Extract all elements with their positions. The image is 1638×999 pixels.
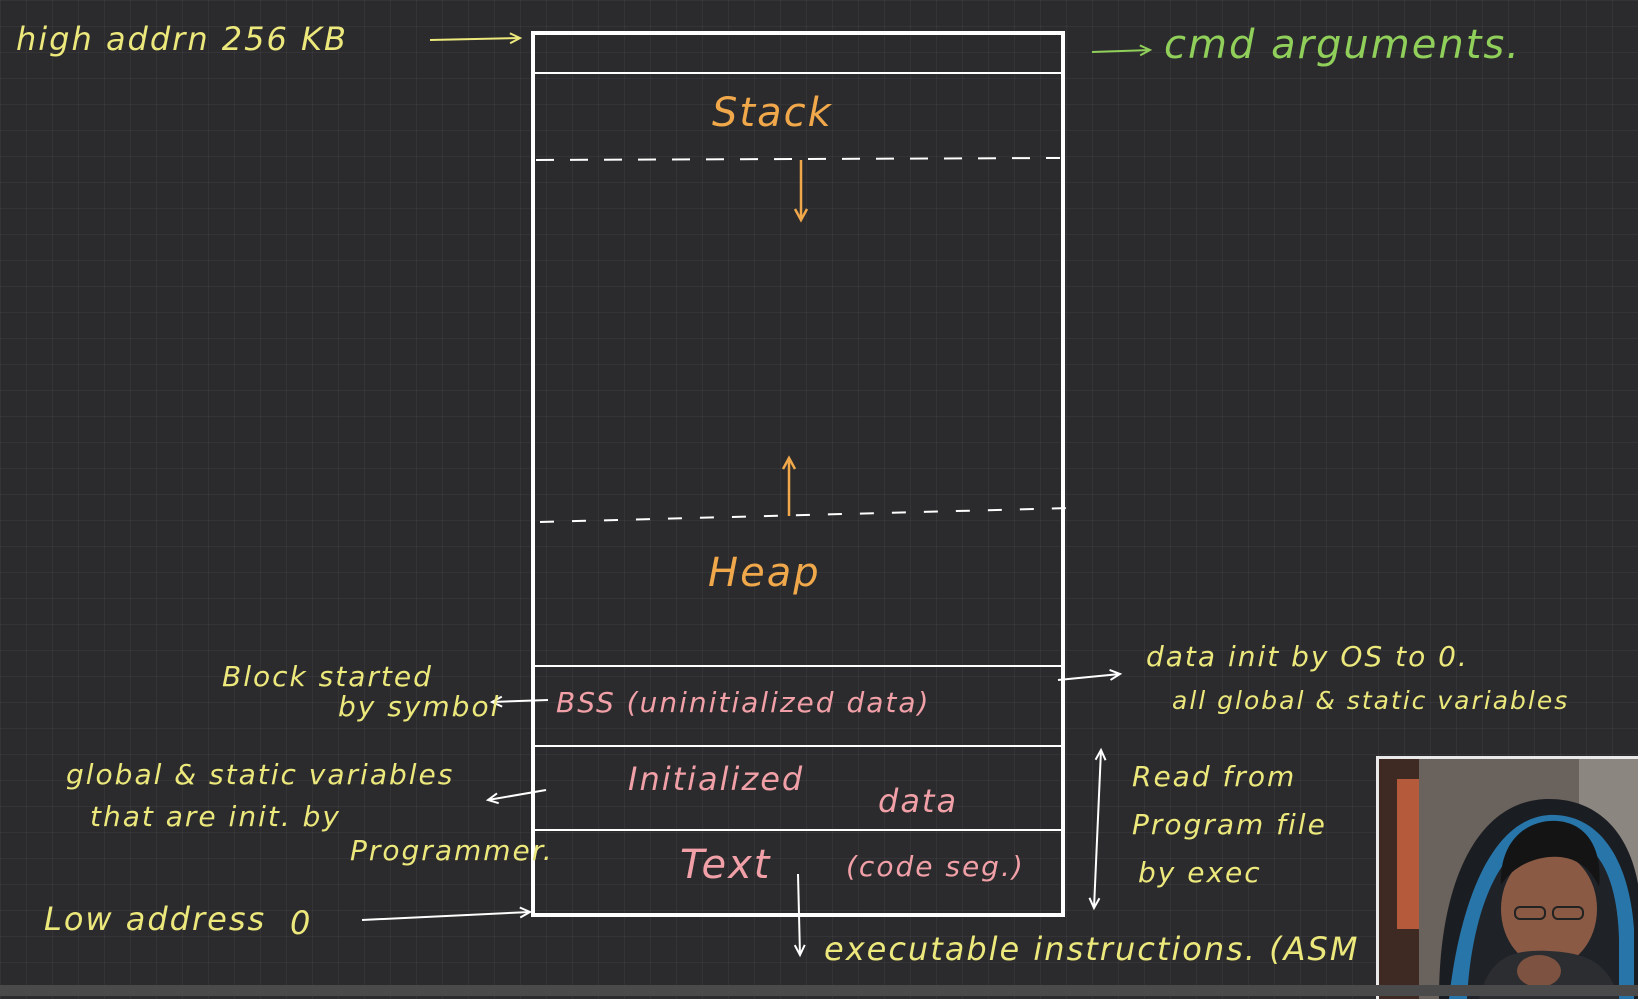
bss-expansion-label: Block started	[222, 660, 433, 693]
bss-note-1: data init by OS to 0.	[1146, 640, 1469, 673]
read-note-1: Read from	[1132, 760, 1297, 793]
low-address-label: Low address	[44, 900, 267, 938]
initialized-label: Initialized	[628, 760, 805, 798]
code-seg-label: (code seg.)	[846, 850, 1025, 883]
high-address-arrow	[429, 32, 523, 45]
zero-label: 0	[290, 904, 313, 942]
bss-label: BSS (uninitialized data)	[556, 686, 931, 719]
text-label: Text	[680, 842, 772, 888]
high-address-label: high addrn 256 KB	[16, 20, 348, 58]
webcam-overlay	[1376, 756, 1638, 999]
bss-left-arrow	[489, 695, 549, 708]
init-note-2: that are init. by	[90, 800, 341, 833]
read-from-file-arrow	[1088, 747, 1107, 911]
init-left-arrow	[485, 789, 547, 805]
memory-box	[531, 31, 1065, 917]
bss-expansion-label-2: by symbol	[338, 690, 501, 723]
bss-note-2: all global & static variables	[1172, 686, 1570, 715]
cmd-arguments-label: cmd arguments.	[1164, 22, 1521, 68]
stack-label: Stack	[712, 90, 833, 136]
presenter-image	[1379, 759, 1638, 999]
bottom-strip	[0, 985, 1638, 996]
stack-boundary-dashed	[535, 157, 1061, 161]
read-note-2: Program file	[1132, 808, 1327, 841]
executable-arrow	[793, 873, 806, 958]
init-note-1: global & static variables	[66, 758, 455, 791]
cmd-args-arrow	[1091, 44, 1153, 57]
heap-label: Heap	[708, 550, 821, 596]
heap-boundary-dashed	[539, 507, 1073, 523]
executable-label: executable instructions. (ASM	[824, 930, 1360, 968]
read-note-3: by exec	[1138, 856, 1262, 889]
low-address-arrow	[361, 906, 533, 921]
data-label: data	[878, 782, 959, 820]
bss-right-arrow	[1057, 669, 1123, 681]
init-note-3: Programmer.	[350, 834, 554, 867]
